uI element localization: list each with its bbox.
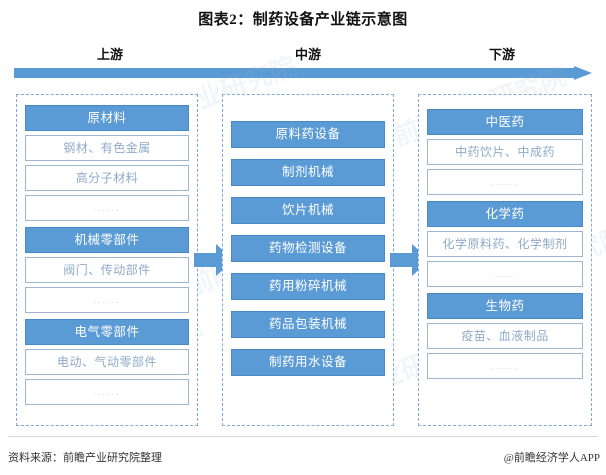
group-chemical-medicine: 化学药 化学原料药、化学制剂 ...... [427,201,583,287]
group-item-ellipsis[interactable]: ...... [427,261,583,287]
group-header[interactable]: 电气零部件 [25,319,189,345]
group-electrical-parts: 电气零部件 电动、气动零部件 ...... [25,319,189,405]
midstream-item[interactable]: 药物检测设备 [231,235,385,262]
flow-direction-arrow [14,66,592,80]
group-item-ellipsis[interactable]: ...... [25,379,189,405]
stage-label-upstream: 上游 [96,47,123,62]
column-downstream: 中医药 中药饮片、中成药 ...... 化学药 化学原料药、化学制剂 .....… [418,94,592,426]
source-note: 资料来源：前瞻产业研究院整理 [8,452,162,464]
group-header[interactable]: 机械零部件 [25,227,189,253]
group-item[interactable]: 中药饮片、中成药 [427,139,583,165]
group-header[interactable]: 中医药 [427,109,583,135]
stage-label-downstream: 下游 [488,47,515,62]
group-item[interactable]: 高分子材料 [25,165,189,191]
group-header[interactable]: 生物药 [427,293,583,319]
group-item-ellipsis[interactable]: ...... [25,195,189,221]
group-item-ellipsis[interactable]: ...... [427,169,583,195]
group-item-ellipsis[interactable]: ...... [25,287,189,313]
midstream-item[interactable]: 药用粉碎机械 [231,273,385,300]
group-raw-materials: 原材料 钢材、有色金属 高分子材料 ...... [25,105,189,221]
midstream-item[interactable]: 饮片机械 [231,197,385,224]
page-title: 图表2：制药设备产业链示意图 [198,12,408,28]
group-item[interactable]: 阀门、传动部件 [25,257,189,283]
stage-label-midstream: 中游 [294,47,321,62]
group-biological-medicine: 生物药 疫苗、血液制品 ...... [427,293,583,379]
midstream-item[interactable]: 原料药设备 [231,121,385,148]
brand-note: @前瞻经济学人APP [503,452,600,464]
midstream-item[interactable]: 制剂机械 [231,159,385,186]
column-upstream: 原材料 钢材、有色金属 高分子材料 ...... 机械零部件 阀门、传动部件 .… [16,94,198,426]
group-item[interactable]: 钢材、有色金属 [25,135,189,161]
group-item[interactable]: 化学原料药、化学制剂 [427,231,583,257]
midstream-item[interactable]: 制药用水设备 [231,349,385,376]
group-item[interactable]: 疫苗、血液制品 [427,323,583,349]
group-traditional-chinese-medicine: 中医药 中药饮片、中成药 ...... [427,109,583,195]
midstream-item[interactable]: 药品包装机械 [231,311,385,338]
group-item-ellipsis[interactable]: ...... [427,353,583,379]
group-header[interactable]: 化学药 [427,201,583,227]
column-midstream: 原料药设备 制剂机械 饮片机械 药物检测设备 药用粉碎机械 药品包装机械 制药用… [222,94,394,426]
group-header[interactable]: 原材料 [25,105,189,131]
group-mechanical-parts: 机械零部件 阀门、传动部件 ...... [25,227,189,313]
footer-divider [8,436,598,437]
group-item[interactable]: 电动、气动零部件 [25,349,189,375]
